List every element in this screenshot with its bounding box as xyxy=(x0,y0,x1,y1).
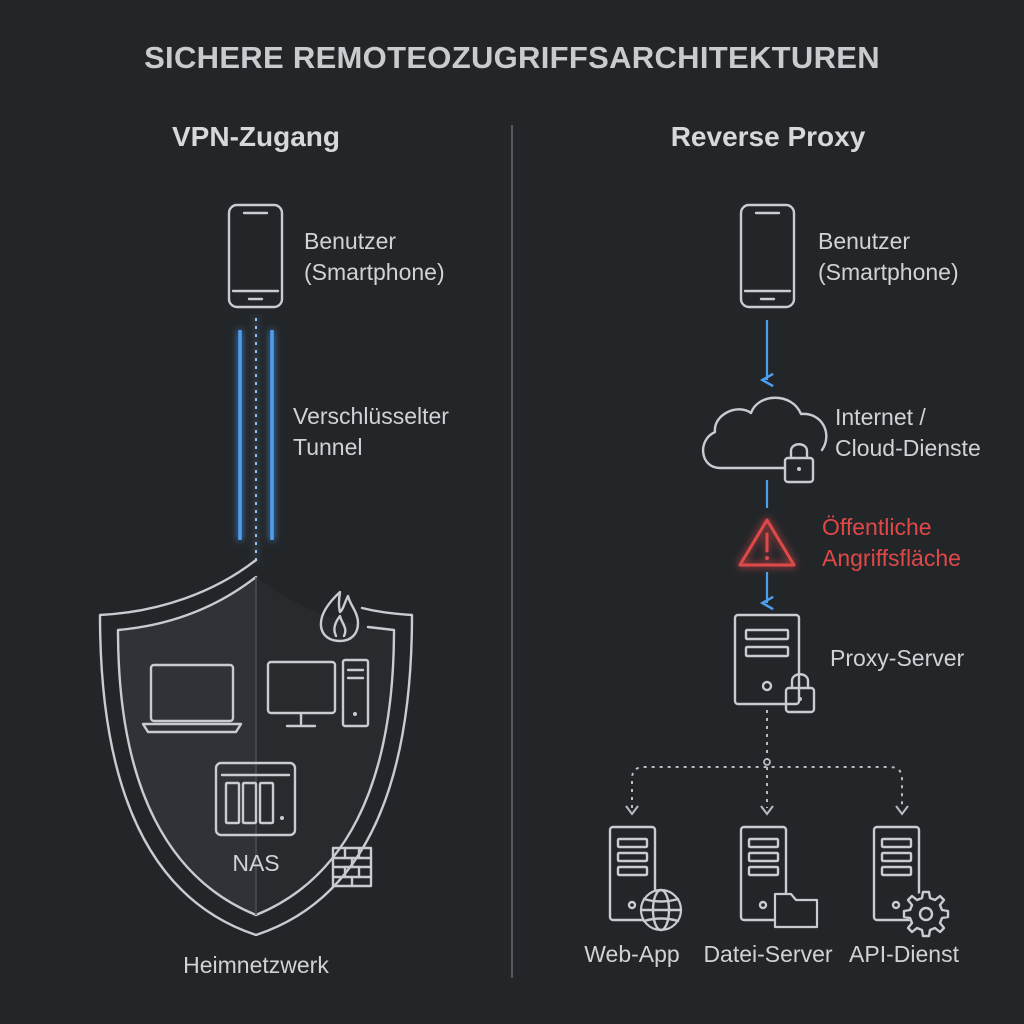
api-server-icon xyxy=(872,825,921,922)
proxy-user-label-line2: (Smartphone) xyxy=(818,259,959,285)
vpn-user-label-line1: Benutzer xyxy=(304,228,397,254)
nas-label: NAS xyxy=(232,850,280,876)
attack-surface-label: Öffentliche Angriffsfläche xyxy=(822,512,961,574)
tunnel-label-line1: Verschlüsselter xyxy=(293,403,449,429)
tunnel-label-line2: Tunnel xyxy=(293,434,363,460)
arrowheads xyxy=(625,805,909,816)
api-service-label: API-Dienst xyxy=(849,941,959,967)
laptop-icon xyxy=(141,663,243,734)
file-server-icon xyxy=(739,825,788,922)
web-app-server-icon xyxy=(608,825,657,922)
vpn-user-label-line2: (Smartphone) xyxy=(304,259,445,285)
globe-icon xyxy=(639,888,683,932)
smartphone-icon xyxy=(739,203,796,309)
desktop-icon xyxy=(266,658,370,728)
web-app-label: Web-App xyxy=(584,941,680,967)
folder-icon xyxy=(773,892,819,929)
page-title: SICHERE REMOTEOZUGRIFFSARCHITEKTUREN xyxy=(144,40,880,75)
flame-icon xyxy=(319,590,360,643)
lock-icon xyxy=(783,443,815,484)
shield-icon xyxy=(98,558,414,937)
cloud-label-line2: Cloud-Dienste xyxy=(835,435,981,461)
proxy-user-label: Benutzer (Smartphone) xyxy=(818,226,959,288)
nas-icon xyxy=(214,761,297,837)
cloud-label: Internet / Cloud-Dienste xyxy=(835,402,981,464)
proxy-heading: Reverse Proxy xyxy=(670,121,866,152)
proxy-distribution-lines xyxy=(631,710,903,808)
cloud-label-line1: Internet / xyxy=(835,404,926,430)
smartphone-icon xyxy=(227,203,284,309)
file-server-label: Datei-Server xyxy=(703,941,833,967)
encrypted-tunnel xyxy=(238,318,274,560)
home-network-label: Heimnetzwerk xyxy=(183,952,329,978)
vpn-user-label: Benutzer (Smartphone) xyxy=(304,226,445,288)
cloud-icon xyxy=(701,396,828,470)
attack-surface-label-line1: Öffentliche xyxy=(822,514,932,540)
gear-icon xyxy=(902,890,950,938)
warning-icon xyxy=(738,518,796,567)
vpn-heading: VPN-Zugang xyxy=(172,121,340,152)
lock-icon xyxy=(784,673,816,714)
proxy-server-label: Proxy-Server xyxy=(830,645,965,671)
proxy-user-label-line1: Benutzer xyxy=(818,228,911,254)
tunnel-label: Verschlüsselter Tunnel xyxy=(293,401,449,463)
attack-surface-label-line2: Angriffsfläche xyxy=(822,545,961,571)
proxy-server-icon xyxy=(733,613,801,706)
firewall-brick-icon xyxy=(331,846,373,888)
